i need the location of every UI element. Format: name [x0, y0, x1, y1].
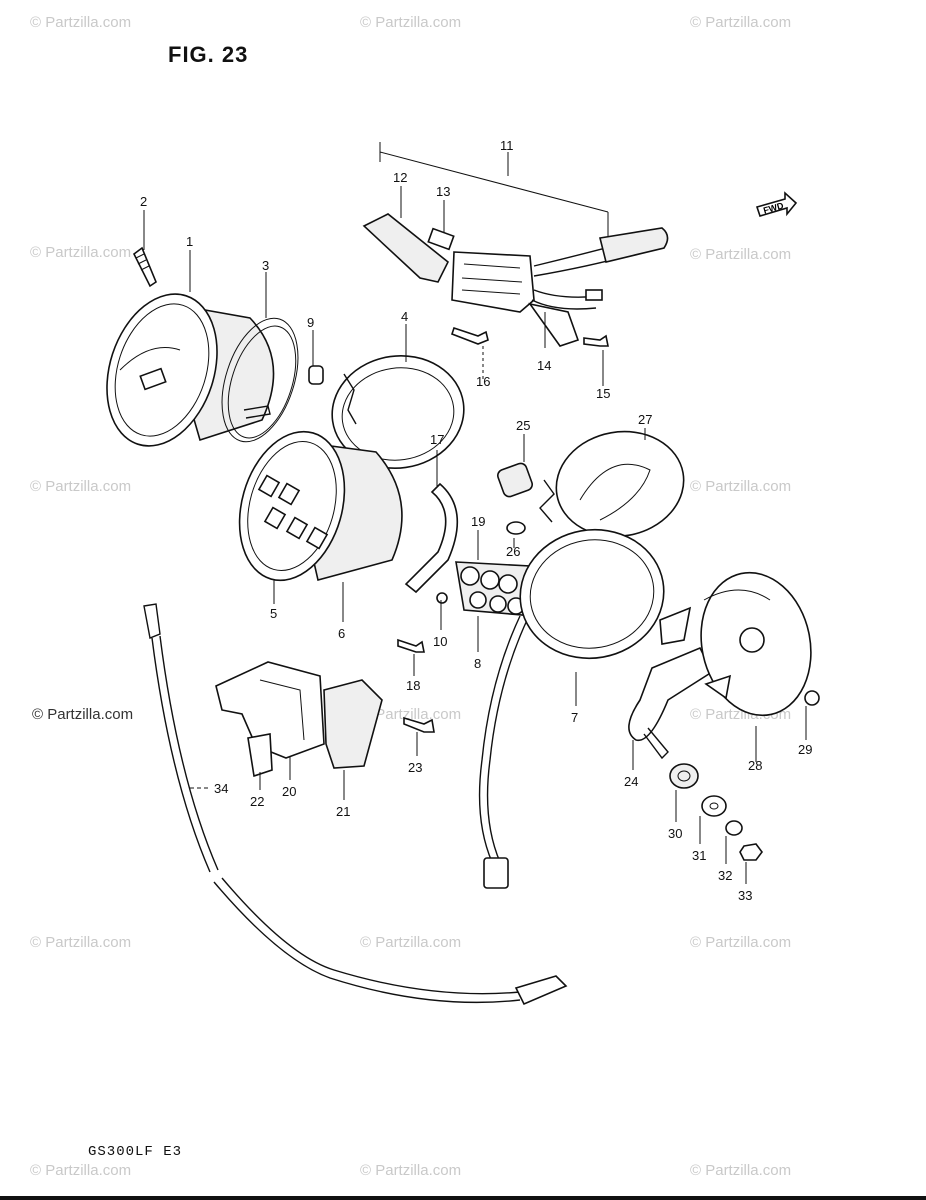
part-16-screw	[450, 326, 489, 345]
callout-9: 9	[307, 315, 314, 330]
part-33-nut	[739, 843, 763, 861]
part-4-meter-cup	[331, 354, 465, 470]
part-29-nut	[804, 690, 820, 706]
part-18-screw	[397, 638, 425, 653]
watermark-highlighted: © Partzilla.com	[32, 706, 134, 723]
part-27-upper-case	[555, 430, 685, 538]
callout-28: 28	[748, 758, 762, 773]
watermark: © Partzilla.com	[360, 934, 462, 951]
callout-30: 30	[668, 826, 682, 841]
watermark: © Partzilla.com	[360, 706, 462, 723]
part-17-bracket	[404, 482, 459, 594]
callout-15: 15	[596, 386, 610, 401]
watermark: © Partzilla.com	[690, 1162, 792, 1179]
callout-31: 31	[692, 848, 706, 863]
part-21-bracket	[323, 679, 383, 769]
watermark: © Partzilla.com	[30, 244, 132, 261]
callout-17: 17	[430, 432, 444, 447]
watermark: © Partzilla.com	[690, 14, 792, 31]
watermark: © Partzilla.com	[690, 934, 792, 951]
forward-arrow-label: FWD	[762, 200, 785, 215]
callout-34: 34	[214, 781, 228, 796]
callout-12: 12	[393, 170, 407, 185]
callout-8: 8	[474, 656, 481, 671]
part-20-bracket	[215, 661, 325, 759]
part-24-bracket	[628, 646, 714, 760]
part-23-screw	[403, 716, 435, 733]
wiring-harness	[478, 615, 529, 889]
callout-6: 6	[338, 626, 345, 641]
callout-labels: 1 2 3 4 5 6 7 8 9 10 11 12 13 14 15 16 1…	[140, 138, 812, 903]
callout-2: 2	[140, 194, 147, 209]
watermark: © Partzilla.com	[30, 1162, 132, 1179]
callout-25: 25	[516, 418, 530, 433]
callout-18: 18	[406, 678, 420, 693]
callout-24: 24	[624, 774, 638, 789]
forward-arrow-icon: FWD	[755, 191, 798, 217]
part-25-grommet	[497, 462, 533, 498]
leader-lines	[143, 142, 807, 884]
part-31-washer	[701, 795, 727, 817]
callout-5: 5	[270, 606, 277, 621]
part-22-clamp	[247, 733, 273, 778]
watermark: © Partzilla.com	[360, 14, 462, 31]
part-15-screw	[583, 334, 609, 347]
callout-27: 27	[638, 412, 652, 427]
callout-13: 13	[436, 184, 450, 199]
figure-title: FIG. 23	[168, 42, 249, 67]
watermark: © Partzilla.com	[690, 478, 792, 495]
watermark: © Partzilla.com	[690, 246, 792, 263]
part-9-clip	[308, 365, 324, 385]
spring-clip	[539, 479, 555, 523]
callout-23: 23	[408, 760, 422, 775]
part-2-bulb	[132, 246, 157, 288]
callout-14: 14	[537, 358, 551, 373]
callout-19: 19	[471, 514, 485, 529]
callout-3: 3	[262, 258, 269, 273]
callout-21: 21	[336, 804, 350, 819]
part-32-washer	[725, 820, 743, 836]
part-1-speedometer	[106, 293, 275, 447]
callout-4: 4	[401, 309, 408, 324]
callout-26: 26	[506, 544, 520, 559]
part-28-rear-cover	[700, 571, 812, 717]
watermark: © Partzilla.com	[30, 934, 132, 951]
part-5-tachometer	[238, 430, 403, 582]
part-26-bulb	[506, 521, 526, 535]
callout-11: 11	[500, 138, 514, 153]
callout-22: 22	[250, 794, 264, 809]
callout-16: 16	[476, 374, 490, 389]
callout-1: 1	[186, 234, 193, 249]
callout-29: 29	[798, 742, 812, 757]
part-7-lower-case	[519, 528, 692, 660]
callout-7: 7	[571, 710, 578, 725]
watermark: © Partzilla.com	[30, 14, 132, 31]
callout-10: 10	[433, 634, 447, 649]
watermark: © Partzilla.com	[360, 1162, 462, 1179]
part-30-cushion	[669, 763, 699, 789]
bottom-border	[0, 1196, 926, 1200]
part-8-socket-assembly	[436, 561, 535, 617]
callout-20: 20	[282, 784, 296, 799]
part-3-gasket	[221, 317, 299, 443]
callout-33: 33	[738, 888, 752, 903]
callout-32: 32	[718, 868, 732, 883]
part-34-meter-cable	[143, 603, 568, 1006]
model-code: GS300LF E3	[88, 1144, 183, 1160]
part-11-switch-assembly	[362, 213, 669, 347]
watermark: © Partzilla.com	[30, 478, 132, 495]
